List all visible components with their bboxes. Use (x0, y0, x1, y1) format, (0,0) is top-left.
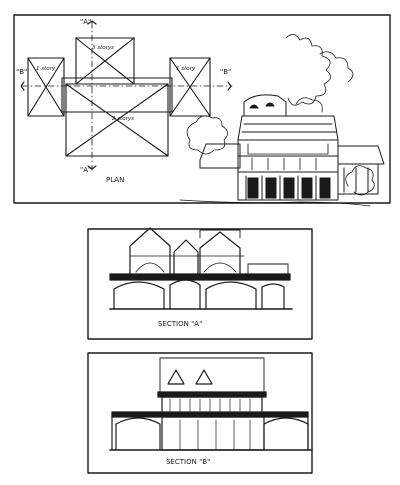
room-label-left-1-story: 1 story (36, 66, 56, 72)
room-label-2-storys: 2 storys (112, 116, 134, 122)
floor-plan (20, 20, 233, 171)
room-label-right-1-story: 1 story (176, 66, 196, 72)
section-b-drawing (109, 357, 313, 451)
plan-panel: "A" "A" "B" "B" 3 storys 1 story 1 story… (13, 14, 391, 207)
plan-section-b-marker-right: "B" (220, 68, 231, 76)
house-perspective-sketch (179, 34, 385, 207)
room-label-3-storys: 3 storys (92, 45, 114, 51)
section-a-panel: SECTION "A" (87, 227, 313, 340)
section-b-panel: SECTION "B" (87, 352, 313, 474)
section-a-drawing (109, 227, 293, 310)
plan-title: PLAN (106, 176, 124, 184)
plan-section-a-marker-top: "A" (80, 18, 91, 26)
section-a-caption: SECTION "A" (158, 320, 202, 328)
plan-section-a-marker-bottom: "A" (80, 166, 91, 174)
section-b-caption: SECTION "B" (166, 458, 210, 466)
plan-section-b-marker-left: "B" (16, 68, 27, 76)
